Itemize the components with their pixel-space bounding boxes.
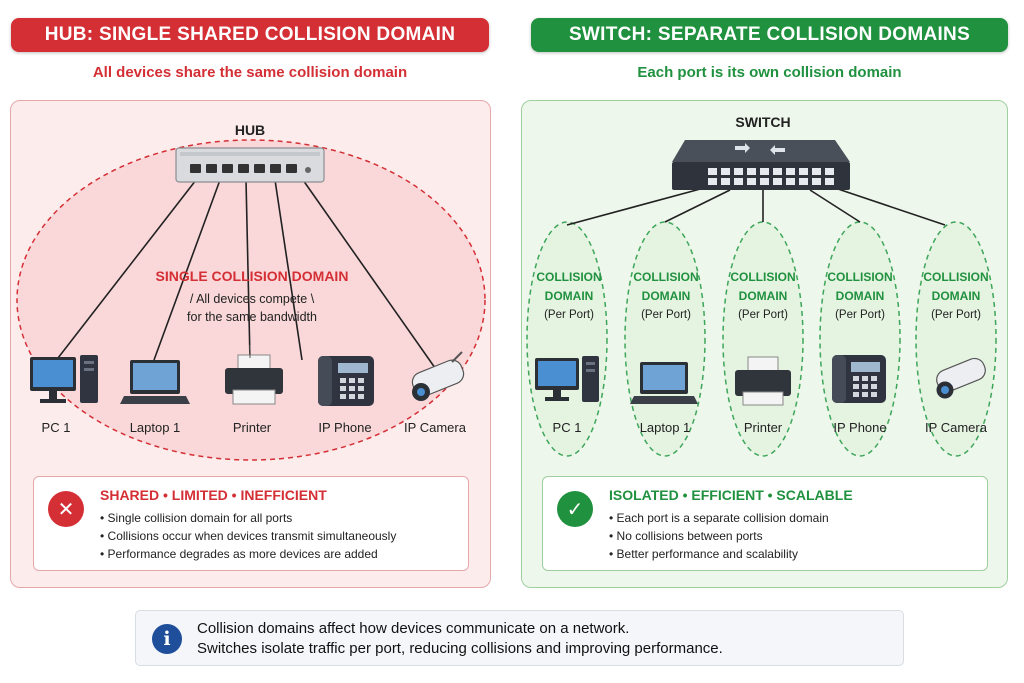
switch-banner: SWITCH: SEPARATE COLLISION DOMAINS: [531, 18, 1008, 52]
info-icon: i: [152, 624, 182, 654]
switch-subtitle: Each port is its own collision domain: [637, 64, 902, 81]
switch-summary-list: Each port is a separate collision domain…: [609, 509, 829, 563]
hub-cables: [57, 179, 441, 376]
list-item: No collisions between ports: [609, 527, 829, 545]
switch-device-label: Laptop 1: [639, 420, 691, 435]
hub-device-label: IP Phone: [318, 420, 372, 435]
hub-ip-camera-icon: [411, 351, 465, 401]
hub-ip-phone-icon: [318, 356, 374, 406]
switch-device-label: PC 1: [552, 420, 582, 435]
switch-pc-icon: [535, 356, 599, 402]
hub-device-label: Printer: [232, 420, 272, 435]
hub-summary-box: ✕ SHARED • LIMITED • INEFFICIENT Single …: [33, 476, 469, 571]
hub-title: HUB: [234, 122, 266, 138]
hub-summary-list: Single collision domain for all ports Co…: [100, 509, 397, 563]
switch-ip-phone-icon: [832, 355, 886, 403]
switch-summary-head: ISOLATED • EFFICIENT • SCALABLE: [609, 487, 853, 503]
list-item: Performance degrades as more devices are…: [100, 545, 396, 563]
switch-icon: [672, 140, 850, 190]
footer-line-2: Switches isolate traffic per port, reduc…: [197, 640, 723, 657]
list-item: Single collision domain for all ports: [100, 509, 396, 527]
switch-cables: [566, 187, 946, 226]
hub-device-label: Laptop 1: [129, 420, 181, 435]
switch-device-label: IP Phone: [833, 420, 887, 435]
switch-summary-box: ✓ ISOLATED • EFFICIENT • SCALABLE Each p…: [542, 476, 988, 571]
footer-line-1: Collision domains affect how devices com…: [197, 620, 630, 637]
list-item: Better performance and scalability: [609, 545, 829, 563]
hub-pc-icon: [30, 355, 98, 403]
hub-laptop-icon: [120, 360, 190, 404]
hub-summary-head: SHARED • LIMITED • INEFFICIENT: [100, 487, 327, 503]
hub-subtitle: All devices share the same collision dom…: [92, 64, 408, 81]
check-mark-icon: ✓: [557, 491, 593, 527]
list-item: Collisions occur when devices transmit s…: [100, 527, 397, 545]
info-footer: i Collision domains affect how devices c…: [135, 610, 904, 666]
hub-banner: HUB: SINGLE SHARED COLLISION DOMAIN: [11, 18, 489, 52]
switch-device-label: Printer: [743, 420, 783, 435]
switch-ip-camera-icon: [936, 357, 986, 399]
list-item: Each port is a separate collision domain: [609, 509, 829, 527]
hub-icon: [175, 147, 325, 183]
footer-text: Collision domains affect how devices com…: [197, 619, 723, 659]
hub-device-label: PC 1: [41, 420, 71, 435]
hub-domain-desc-2: for the same bandwidth: [187, 310, 317, 324]
hub-domain-desc-1: / All devices compete \: [189, 292, 315, 306]
hub-device-label: IP Camera: [404, 420, 466, 435]
switch-printer-icon: [735, 356, 791, 406]
switch-device-label: IP Camera: [925, 420, 987, 435]
hub-printer-icon: [225, 345, 283, 405]
x-mark-icon: ✕: [48, 491, 84, 527]
hub-domain-title: SINGLE COLLISION DOMAIN: [155, 268, 349, 284]
switch-title: SWITCH: [735, 114, 791, 130]
switch-laptop-icon: [630, 362, 698, 404]
